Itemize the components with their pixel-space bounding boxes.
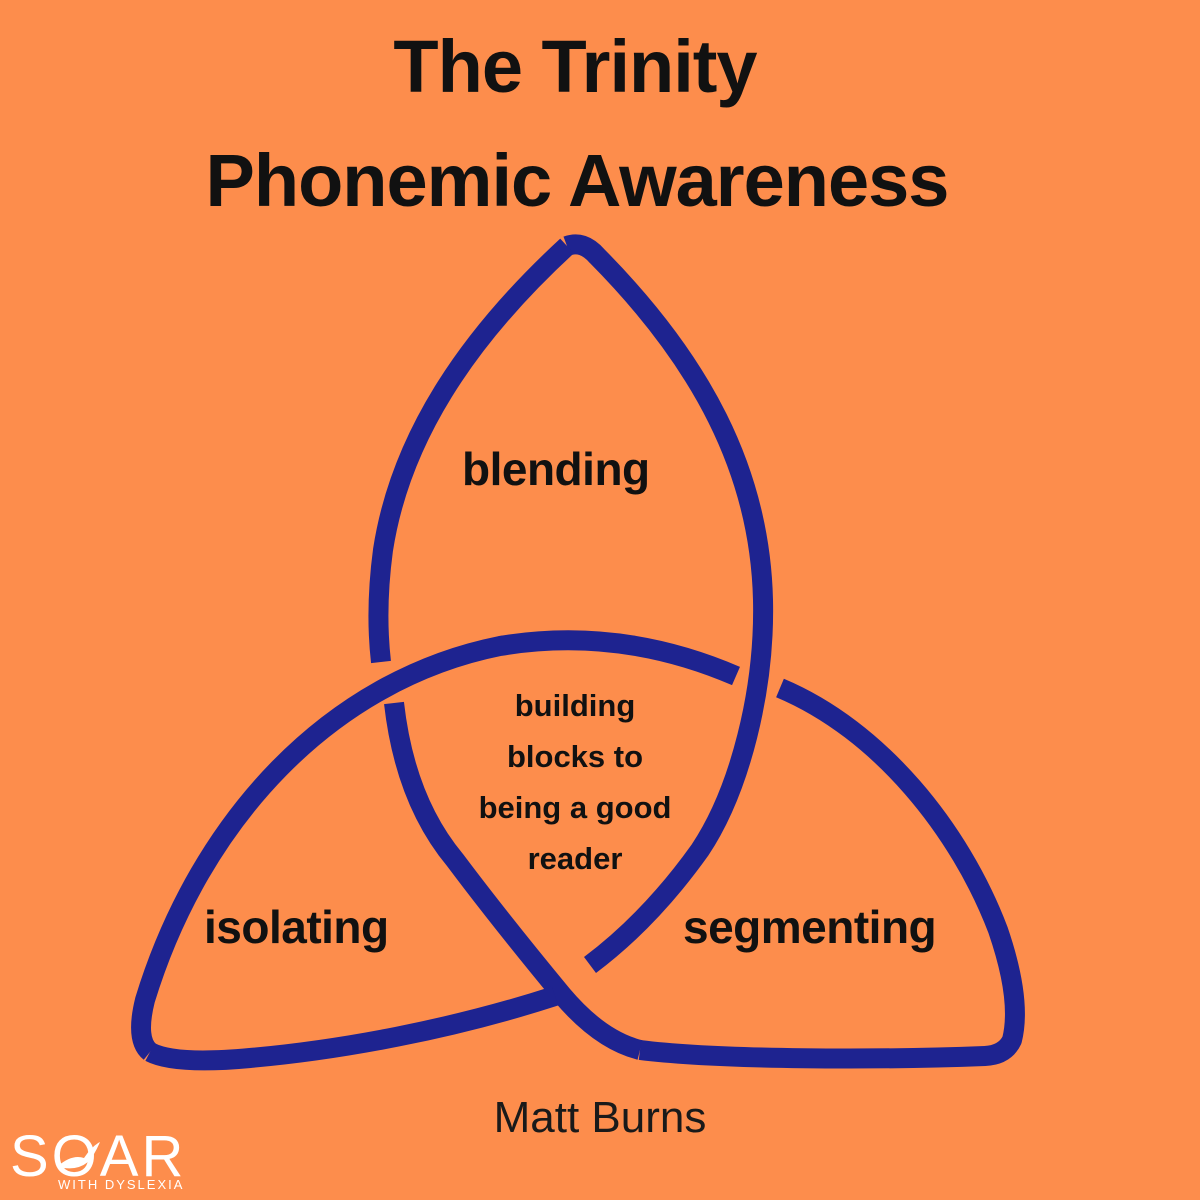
lobe-left-bottom-arc xyxy=(145,986,559,1071)
region-label-blending: blending xyxy=(462,443,650,495)
lobe-top-left-arc xyxy=(368,238,574,664)
center-caption-line-2: blocks to xyxy=(506,739,644,774)
lobe-right-arc xyxy=(638,678,1025,1069)
lobe-top-right-arc xyxy=(563,234,774,973)
title-line-2: Phonemic Awareness xyxy=(205,139,950,222)
center-caption-line-1: building xyxy=(514,688,636,723)
lobe-top-left-lower-arc xyxy=(384,701,643,1060)
logo-tagline: WITH DYSLEXIA xyxy=(58,1177,185,1192)
lobe-left-upper-arc xyxy=(131,630,740,1060)
bird-icon xyxy=(58,1142,100,1169)
center-caption-line-3: being a good xyxy=(478,790,672,825)
center-caption-line-4: reader xyxy=(527,841,623,876)
logo-wordmark: SOAR xyxy=(10,1124,187,1189)
region-label-segmenting: segmenting xyxy=(683,901,937,953)
center-caption: building blocks to being a good reader xyxy=(440,680,710,884)
region-label-isolating: isolating xyxy=(204,901,389,953)
soar-logo: SOAR WITH DYSLEXIA xyxy=(10,1128,185,1194)
title-line-1: The Trinity xyxy=(393,25,757,108)
author-credit: Matt Burns xyxy=(493,1093,707,1142)
